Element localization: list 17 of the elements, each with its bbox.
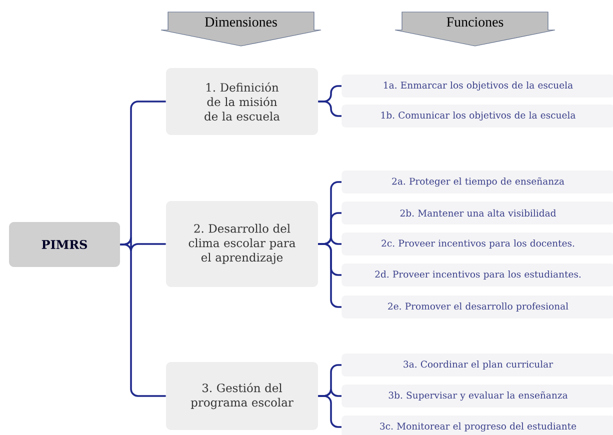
function-box: 3c. Monitorear el progreso del estudiante [342,416,613,435]
dimension-box: 1. Definición de la misión de la escuela [166,68,318,135]
function-box: 2c. Proveer incentivos para los docentes. [342,232,613,256]
dimension-box: 2. Desarrollo del clima escolar para el aprendizaje [166,201,318,287]
function-box: 3b. Supervisar y evaluar la enseñanza [342,384,613,408]
function-box: 1b. Comunicar los objetivos de la escuela [342,104,613,128]
function-box: 2d. Proveer incentivos para los estudiantes. [342,264,613,286]
connector-line [318,100,342,117]
function-box: 2b. Mantener una alta visibilidad [342,202,613,224]
function-box: 2a. Proteger el tiempo de enseñanza [342,170,613,194]
function-box: 2e. Promover el desarrollo profesional [342,296,613,318]
connector-line [318,243,342,308]
connector-line [120,244,166,397]
function-box: 3a. Coordinar el plan curricular [342,354,613,376]
dimension-box: 3. Gestión del programa escolar [166,362,318,430]
root-box: PIMRS [9,222,120,267]
function-box: 1a. Enmarcar los objetivos de la escuela [342,74,613,98]
